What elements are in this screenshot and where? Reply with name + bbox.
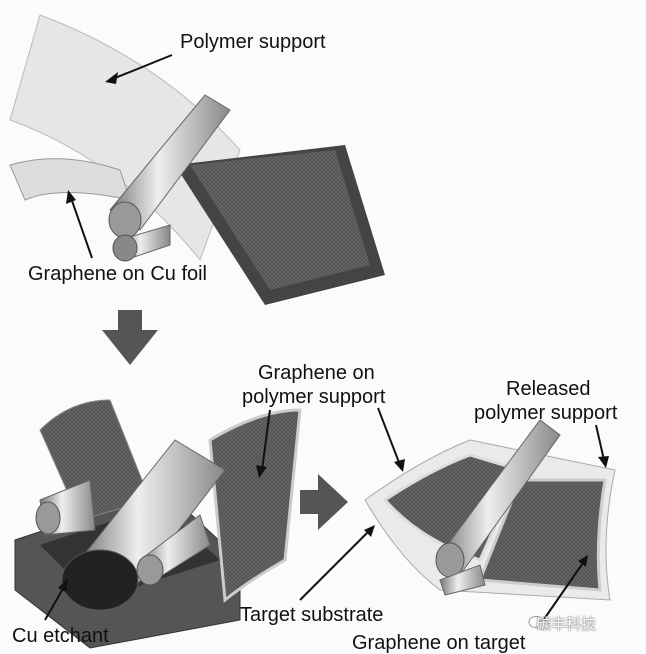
arrow-right-icon (300, 474, 348, 530)
polymer-support-sheet (9, 14, 241, 262)
label-released-line1: Released (506, 378, 591, 400)
label-graphene-on-polymer-line2: polymer support (242, 386, 386, 408)
stage-3-transfer (299, 407, 616, 626)
polymer-sheet-right (208, 408, 302, 603)
label-graphene-on-cu-foil: Graphene on Cu foil (28, 263, 208, 285)
label-cu-etchant: Cu etchant (12, 625, 109, 647)
graphene-on-target-area (477, 478, 607, 592)
watermark: 碳丰科技 (536, 616, 597, 633)
stage-2-etching (14, 399, 302, 649)
graphene-on-cu (190, 150, 370, 290)
label-target-substrate: Target substrate (240, 604, 384, 626)
label-graphene-on-polymer-line1: Graphene on (258, 362, 375, 384)
arrow-down-icon (102, 310, 158, 365)
label-polymer-support: Polymer support (180, 31, 326, 53)
wechat-icon (528, 616, 550, 630)
label-released-line2: polymer support (474, 402, 618, 424)
stage-1-lamination (9, 14, 385, 305)
label-graphene-on-target: Graphene on target (352, 632, 526, 654)
